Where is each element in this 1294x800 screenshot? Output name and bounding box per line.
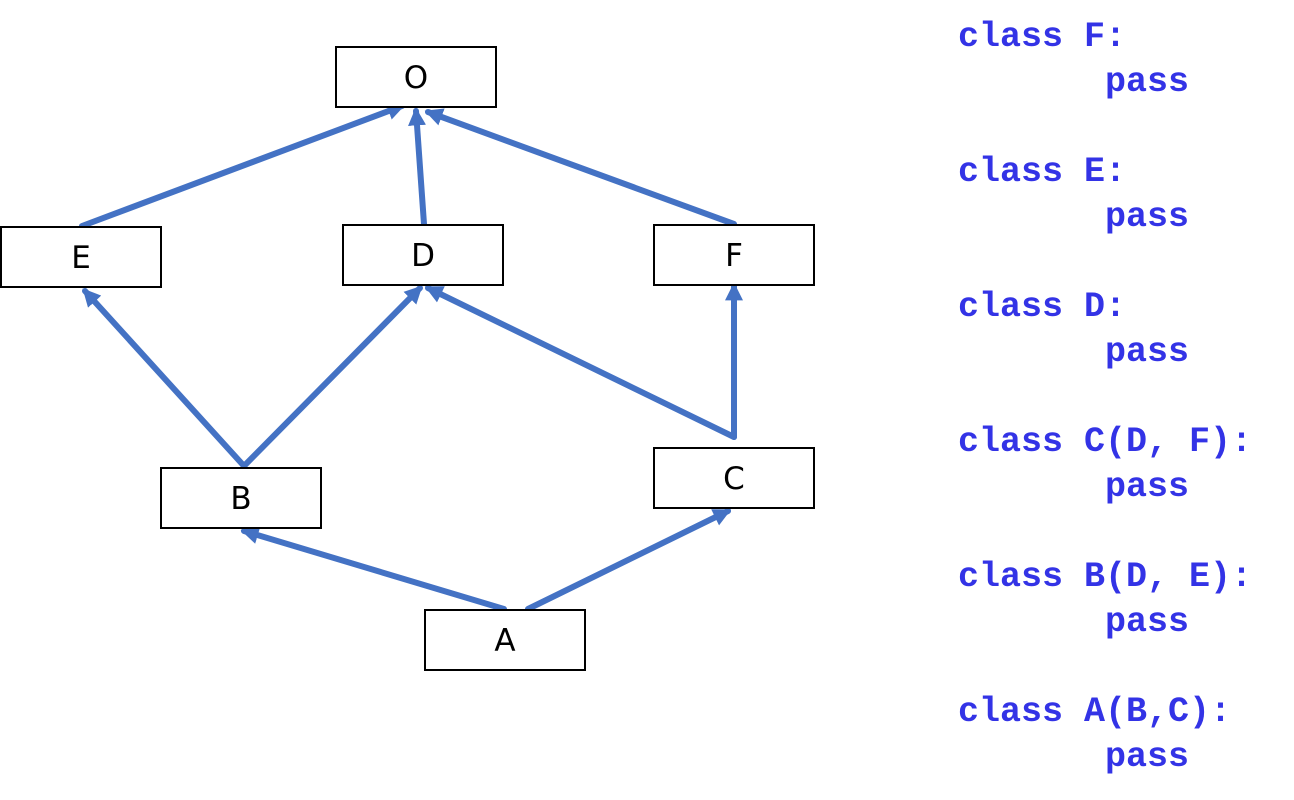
- code-class-body: pass: [1105, 197, 1189, 237]
- code-class-body: pass: [1105, 467, 1189, 507]
- code-class-body: pass: [1105, 602, 1189, 642]
- code-class-header: class D:: [958, 287, 1126, 327]
- node-a: A: [424, 609, 586, 671]
- edge-b-to-d: [241, 285, 423, 469]
- node-label: D: [411, 238, 435, 274]
- node-layer: O E D F B C A: [0, 46, 815, 671]
- edge-e-to-o: [79, 102, 406, 229]
- edge-a-to-b: [240, 526, 507, 612]
- node-label: B: [230, 481, 251, 517]
- node-label: A: [494, 623, 515, 659]
- edge-b-to-e: [82, 288, 247, 469]
- node-b: B: [160, 467, 322, 529]
- code-listing: class F: pass class E: pass class D: pas…: [958, 17, 1252, 777]
- node-o: O: [335, 46, 497, 108]
- node-d: D: [342, 224, 504, 286]
- node-label: F: [725, 238, 743, 274]
- node-f: F: [653, 224, 815, 286]
- edge-layer: [79, 102, 743, 612]
- code-class-header: class C(D, F):: [958, 422, 1252, 462]
- edge-f-to-o: [424, 108, 737, 227]
- edge-d-to-o: [408, 107, 427, 227]
- node-label: O: [404, 60, 428, 96]
- node-label: C: [723, 461, 745, 497]
- code-class-header: class E:: [958, 152, 1126, 192]
- code-class-body: pass: [1105, 737, 1189, 777]
- edge-c-to-d: [424, 285, 737, 440]
- node-label: E: [71, 240, 91, 276]
- code-class-header: class F:: [958, 17, 1126, 57]
- code-class-body: pass: [1105, 62, 1189, 102]
- code-class-header: class B(D, E):: [958, 557, 1252, 597]
- edge-a-to-c: [525, 508, 732, 612]
- node-e: E: [0, 226, 162, 288]
- code-class-body: pass: [1105, 332, 1189, 372]
- node-c: C: [653, 447, 815, 509]
- code-class-header: class A(B,C):: [958, 692, 1231, 732]
